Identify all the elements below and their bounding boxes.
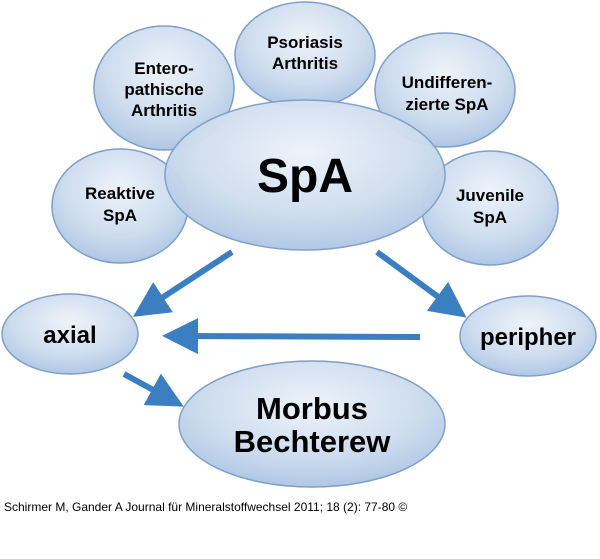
reactive-line2: SpA bbox=[103, 206, 137, 225]
ellipse-peripheral: peripher bbox=[459, 295, 597, 377]
ellipse-morbus-bechterew: Morbus Bechterew bbox=[178, 360, 446, 488]
reactive-line1: Reaktive bbox=[85, 184, 155, 203]
ellipse-juvenile: Juvenile SpA bbox=[421, 150, 559, 266]
enteropathic-line2: pathische bbox=[124, 80, 203, 99]
arrows bbox=[122, 249, 467, 407]
ellipse-enteropathic: Entero- pathische Arthritis bbox=[93, 25, 235, 151]
ellipse-center-spa: SpA bbox=[164, 99, 446, 251]
citation-caption: Schirmer M, Gander A Journal für Mineral… bbox=[4, 500, 408, 514]
enteropathic-line1: Entero- bbox=[134, 59, 194, 78]
arrow-peripheral-to-axial bbox=[162, 318, 421, 355]
psoriasis-line1: Psoriasis bbox=[267, 33, 343, 52]
ellipse-reactive: Reaktive SpA bbox=[51, 148, 189, 264]
morbus-line1: Morbus bbox=[256, 391, 368, 426]
juvenile-line1: Juvenile bbox=[456, 186, 524, 205]
axial-label: axial bbox=[43, 322, 96, 349]
spa-diagram: Entero- pathische Arthritis Psoriasis Ar… bbox=[1, 1, 597, 488]
ellipse-undifferentiated: Undifferen- zierte SpA bbox=[374, 32, 516, 148]
morbus-line2: Bechterew bbox=[234, 424, 392, 459]
ellipse-axial: axial bbox=[1, 293, 139, 375]
arrow-axial-to-morbus bbox=[122, 371, 184, 407]
arrow-spa-to-axial bbox=[132, 249, 234, 317]
center-label: SpA bbox=[257, 150, 353, 203]
ellipse-psoriasis: Psoriasis Arthritis bbox=[234, 1, 376, 109]
psoriasis-line2: Arthritis bbox=[272, 54, 338, 73]
enteropathic-line3: Arthritis bbox=[131, 101, 197, 120]
undifferentiated-line1: Undifferen- bbox=[402, 73, 493, 92]
undifferentiated-line2: zierte SpA bbox=[405, 95, 488, 114]
arrow-spa-to-peripheral bbox=[375, 249, 467, 318]
peripheral-label: peripher bbox=[480, 324, 576, 351]
juvenile-line2: SpA bbox=[473, 208, 507, 227]
